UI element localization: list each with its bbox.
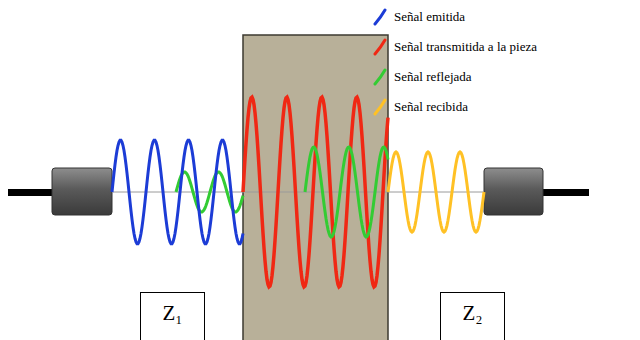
legend-sample bbox=[372, 98, 388, 116]
legend-text: Señal emitida bbox=[394, 9, 465, 25]
legend-row: Señal emitida bbox=[372, 2, 537, 32]
received-wave bbox=[388, 152, 484, 232]
impedance-label: Z₂ bbox=[462, 293, 482, 326]
reflected-wave bbox=[305, 147, 388, 237]
legend-row: Señal reflejada bbox=[372, 62, 537, 92]
legend-sample bbox=[372, 68, 388, 86]
legend-sample bbox=[372, 8, 388, 26]
receiver-transducer bbox=[484, 168, 543, 215]
emitter-transducer bbox=[52, 168, 112, 215]
legend-row: Señal recibida bbox=[372, 92, 537, 122]
legend: Señal emitidaSeñal transmitida a la piez… bbox=[372, 2, 537, 122]
legend-text: Señal transmitida a la pieza bbox=[394, 39, 537, 55]
waves bbox=[112, 97, 484, 287]
legend-text: Señal recibida bbox=[394, 99, 468, 115]
axis-line bbox=[112, 192, 484, 193]
transmitted-wave bbox=[243, 97, 388, 287]
emitted-wave bbox=[112, 140, 243, 244]
right-rod bbox=[541, 189, 589, 196]
legend-sample bbox=[372, 38, 388, 56]
left-rod bbox=[8, 189, 54, 196]
impedance-label: Z₁ bbox=[162, 293, 182, 326]
legend-row: Señal transmitida a la pieza bbox=[372, 32, 537, 62]
impedance-box: Z₂ bbox=[440, 292, 505, 340]
test-piece bbox=[243, 35, 388, 340]
legend-text: Señal reflejada bbox=[394, 69, 472, 85]
impedance-box: Z₁ bbox=[140, 292, 205, 340]
